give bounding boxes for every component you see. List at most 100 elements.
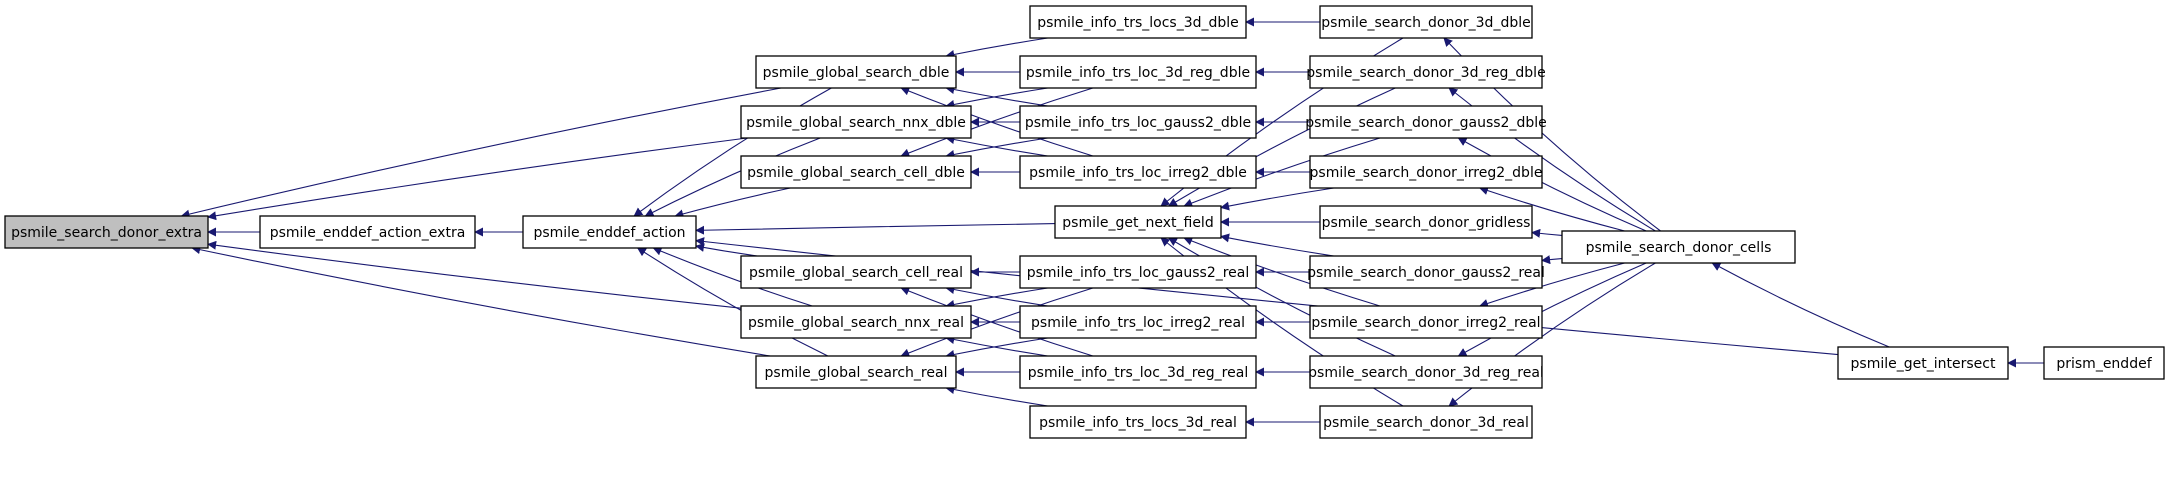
node-label: psmile_search_donor_gauss2_real [1307, 265, 1545, 281]
node-psmile-search-donor-cells[interactable]: psmile_search_donor_cells [1561, 230, 1796, 264]
node-label: psmile_enddef_action [533, 225, 685, 241]
edge-gs-dble-to-enddef-action [633, 87, 832, 217]
edge-gs-dble-to-extra [180, 87, 782, 219]
node-psmile-search-donor-3d-dble[interactable]: psmile_search_donor_3d_dble [1319, 5, 1533, 39]
node-psmile-search-donor-irreg2-real[interactable]: psmile_search_donor_irreg2_real [1309, 305, 1543, 339]
edge-locs3d-dble-to-gs-dble [945, 37, 1048, 59]
edge-gs-nnx-real-to-enddef-action [652, 246, 813, 307]
node-box[interactable] [1561, 230, 1796, 264]
node-box[interactable] [1029, 5, 1247, 39]
node-psmile-search-donor-extra[interactable]: psmile_search_donor_extra [4, 215, 209, 249]
node-box[interactable] [1054, 205, 1222, 239]
node-label: psmile_global_search_cell_real [749, 265, 963, 281]
node-psmile-info-trs-locs-3d-dble[interactable]: psmile_info_trs_locs_3d_dble [1029, 5, 1247, 39]
edge-next-field-to-enddef-action [695, 223, 1056, 235]
node-psmile-info-trs-loc-gauss2-real[interactable]: psmile_info_trs_loc_gauss2_real [1019, 255, 1257, 289]
node-psmile-info-trs-locs-3d-real[interactable]: psmile_info_trs_locs_3d_real [1029, 405, 1247, 439]
node-prism-enddef[interactable]: prism_enddef [2043, 346, 2165, 380]
node-label: psmile_search_donor_cells [1586, 240, 1772, 256]
edge-locirreg2-real-to-gs-real [945, 337, 1048, 359]
node-box[interactable] [1019, 305, 1257, 339]
edge-sd-cells-to-sd-gauss2-dble [1457, 137, 1647, 232]
node-box[interactable] [755, 355, 957, 389]
node-box[interactable] [1309, 305, 1543, 339]
node-psmile-global-search-cell-dble[interactable]: psmile_global_search_cell_dble [740, 155, 972, 189]
node-psmile-search-donor-3d-real[interactable]: psmile_search_donor_3d_real [1319, 405, 1533, 439]
node-psmile-info-trs-loc-gauss2-dble[interactable]: psmile_info_trs_loc_gauss2_dble [1019, 105, 1257, 139]
node-label: psmile_search_donor_3d_reg_dble [1306, 65, 1545, 81]
node-box[interactable] [1019, 355, 1257, 389]
node-box[interactable] [740, 105, 972, 139]
node-psmile-search-donor-gridless[interactable]: psmile_search_donor_gridless [1319, 205, 1533, 239]
node-box[interactable] [755, 55, 957, 89]
node-label: psmile_search_donor_irreg2_real [1311, 315, 1540, 331]
node-box[interactable] [1019, 255, 1257, 289]
node-label: psmile_search_donor_3d_reg_real [1308, 365, 1544, 381]
node-psmile-search-donor-3d-reg-dble[interactable]: psmile_search_donor_3d_reg_dble [1306, 55, 1546, 89]
node-psmile-info-trs-loc-3d-reg-real[interactable]: psmile_info_trs_loc_3d_reg_real [1019, 355, 1257, 389]
node-box[interactable] [1019, 105, 1257, 139]
node-box[interactable] [1319, 205, 1533, 239]
edge-locirreg2-real-to-gs-cell-real [945, 285, 1048, 307]
edge-sd-cells-to-sd-gauss2-real [1541, 255, 1563, 265]
edge-locs3d-real-to-gs-real [945, 385, 1048, 407]
node-label: psmile_search_donor_irreg2_dble [1310, 165, 1543, 181]
edge-sd-3dreg-dble-to-next-field [1167, 87, 1396, 207]
node-label: psmile_info_trs_loc_3d_reg_dble [1026, 65, 1250, 81]
node-label: psmile_global_search_real [765, 365, 948, 381]
node-box[interactable] [4, 215, 209, 249]
edge-loc3dreg-real-to-gs-cell-real [900, 286, 1094, 357]
node-box[interactable] [1309, 55, 1543, 89]
node-label: psmile_search_donor_3d_real [1323, 415, 1529, 431]
node-psmile-enddef-action-extra[interactable]: psmile_enddef_action_extra [259, 215, 476, 249]
node-box[interactable] [1019, 55, 1257, 89]
edge-sd-cells-to-sd-irreg2-dble [1479, 186, 1625, 232]
node-box[interactable] [259, 215, 476, 249]
node-box[interactable] [740, 155, 972, 189]
node-psmile-search-donor-irreg2-dble[interactable]: psmile_search_donor_irreg2_dble [1309, 155, 1543, 189]
node-psmile-global-search-nnx-real[interactable]: psmile_global_search_nnx_real [740, 305, 972, 339]
node-label: psmile_get_next_field [1062, 215, 1213, 231]
node-psmile-global-search-nnx-dble[interactable]: psmile_global_search_nnx_dble [740, 105, 972, 139]
node-box[interactable] [740, 305, 972, 339]
node-label: psmile_search_donor_extra [11, 225, 202, 241]
edge-locirreg2-dble-to-gs-nnx-dble [945, 135, 1048, 157]
edge-gs-nnx-dble-to-extra [207, 137, 748, 221]
node-box[interactable] [1019, 155, 1257, 189]
node-label: psmile_global_search_dble [763, 65, 950, 81]
node-psmile-get-intersect[interactable]: psmile_get_intersect [1837, 346, 2009, 380]
node-label: psmile_info_trs_loc_3d_reg_real [1028, 365, 1248, 381]
node-psmile-info-trs-loc-3d-reg-dble[interactable]: psmile_info_trs_loc_3d_reg_dble [1019, 55, 1257, 89]
node-box[interactable] [740, 255, 972, 289]
node-label: prism_enddef [2056, 356, 2152, 372]
node-box[interactable] [2043, 346, 2165, 380]
node-psmile-info-trs-loc-irreg2-dble[interactable]: psmile_info_trs_loc_irreg2_dble [1019, 155, 1257, 189]
node-box[interactable] [1309, 105, 1543, 139]
node-psmile-global-search-cell-real[interactable]: psmile_global_search_cell_real [740, 255, 972, 289]
node-label: psmile_global_search_nnx_real [748, 315, 964, 331]
edge-sd-irreg2-real-to-next-field [1183, 236, 1381, 307]
node-label: psmile_info_trs_loc_irreg2_real [1031, 315, 1245, 331]
node-box[interactable] [522, 215, 697, 249]
node-box[interactable] [1319, 5, 1533, 39]
node-psmile-search-donor-3d-reg-real[interactable]: psmile_search_donor_3d_reg_real [1308, 355, 1544, 389]
node-psmile-info-trs-loc-irreg2-real[interactable]: psmile_info_trs_loc_irreg2_real [1019, 305, 1257, 339]
node-box[interactable] [1309, 355, 1543, 389]
edge-locgauss2-real-to-gs-real [900, 287, 1094, 358]
node-label: psmile_search_donor_gridless [1322, 215, 1531, 231]
edge-gs-cell-real-to-enddef-action [695, 243, 758, 257]
node-psmile-search-donor-gauss2-real[interactable]: psmile_search_donor_gauss2_real [1307, 255, 1545, 289]
node-psmile-enddef-action[interactable]: psmile_enddef_action [522, 215, 697, 249]
edge-locgauss2-dble-to-gs-cell-dble [945, 137, 1048, 159]
edge-loc3dreg-dble-to-gs-nnx-dble [945, 87, 1048, 109]
node-box[interactable] [1319, 405, 1533, 439]
node-box[interactable] [1309, 255, 1543, 289]
node-box[interactable] [1837, 346, 2009, 380]
node-psmile-global-search-dble[interactable]: psmile_global_search_dble [755, 55, 957, 89]
node-psmile-global-search-real[interactable]: psmile_global_search_real [755, 355, 957, 389]
edge-locirreg2-dble-to-gs-dble [900, 86, 1094, 157]
node-psmile-get-next-field[interactable]: psmile_get_next_field [1054, 205, 1222, 239]
node-box[interactable] [1309, 155, 1543, 189]
node-psmile-search-donor-gauss2-dble[interactable]: psmile_search_donor_gauss2_dble [1305, 105, 1547, 139]
node-box[interactable] [1029, 405, 1247, 439]
